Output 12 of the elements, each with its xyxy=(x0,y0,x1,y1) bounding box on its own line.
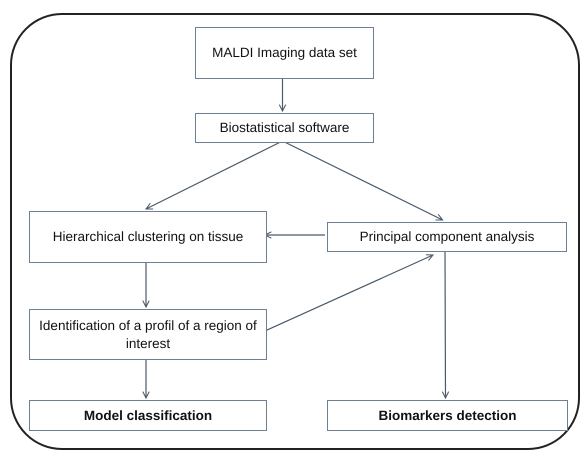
process-box: MALDI Imaging data set xyxy=(195,27,374,79)
process-box: Biomarkers detection xyxy=(327,400,568,431)
arrow xyxy=(278,77,286,112)
arrow xyxy=(142,261,150,308)
process-box: Biostatistical software xyxy=(195,113,374,143)
process-box: Principal component analysis xyxy=(327,222,567,252)
arrow xyxy=(442,250,450,399)
frame-box xyxy=(10,13,580,450)
process-box: Hierarchical clustering on tissue xyxy=(29,211,267,263)
process-box: Model classification xyxy=(29,400,267,431)
process-box: Identification of a profil of a region of interest xyxy=(29,309,267,360)
arrow xyxy=(142,358,150,399)
